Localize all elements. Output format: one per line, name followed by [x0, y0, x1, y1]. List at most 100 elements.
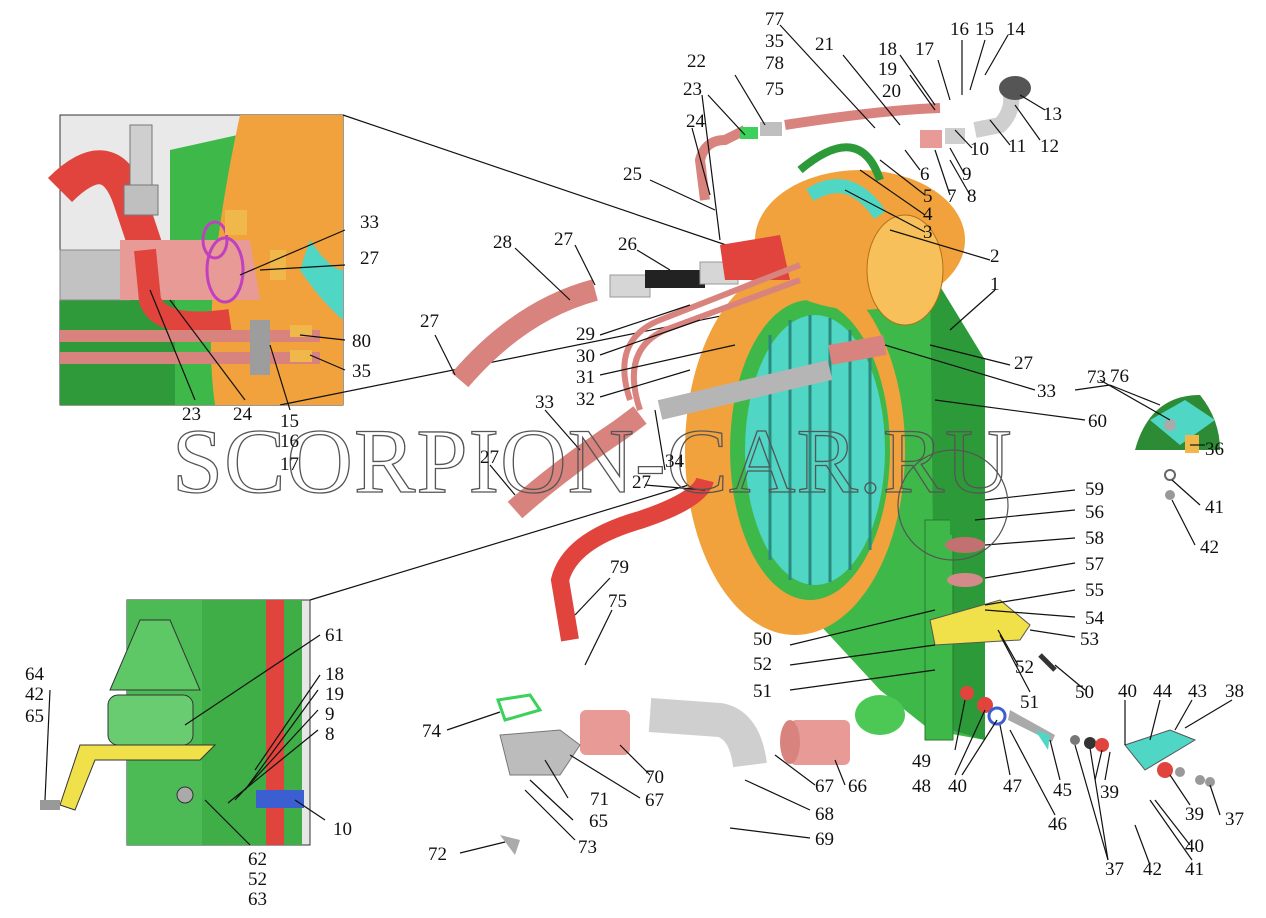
callout-41-a: 41: [1205, 497, 1224, 518]
callout-25: 25: [623, 164, 642, 185]
callout-75-b: 75: [608, 591, 627, 612]
callout-60: 60: [1088, 411, 1107, 432]
callout-73: 73: [1087, 367, 1106, 388]
callout-17: 17: [915, 39, 934, 60]
callout-33-c: 33: [360, 212, 379, 233]
callout-24-b: 24: [233, 404, 253, 425]
callout-69: 69: [815, 829, 834, 850]
callout-26: 26: [618, 234, 637, 255]
callout-27-b: 27: [420, 311, 439, 332]
callout-55: 55: [1085, 580, 1104, 601]
callout-52-c: 52: [248, 869, 267, 890]
callout-48: 48: [912, 776, 931, 797]
callout-27-a: 27: [554, 229, 573, 250]
callout-6: 6: [920, 164, 930, 185]
callout-72: 72: [428, 844, 447, 865]
callout-52-b: 52: [753, 654, 772, 675]
callout-44: 44: [1153, 681, 1173, 702]
callout-78: 78: [765, 53, 784, 74]
callout-58: 58: [1085, 528, 1104, 549]
callout-65-a: 65: [589, 811, 608, 832]
callout-20: 20: [882, 81, 901, 102]
callout-labels: 1 2 3 4 5 6 7 8 9 10 11 12 13 14 15 16 1…: [25, 9, 1244, 910]
callout-22: 22: [687, 51, 706, 72]
callout-62: 62: [248, 849, 267, 870]
callout-73-c: 73: [578, 837, 597, 858]
callout-11: 11: [1008, 136, 1026, 157]
callout-76: 76: [1110, 366, 1129, 387]
callout-43: 43: [1188, 681, 1207, 702]
callout-45: 45: [1053, 780, 1072, 801]
callout-38: 38: [1225, 681, 1244, 702]
callout-27-e: 27: [1014, 353, 1033, 374]
callout-33-a: 33: [535, 392, 554, 413]
callout-10: 10: [970, 139, 989, 160]
callout-66: 66: [848, 776, 867, 797]
callout-21: 21: [815, 34, 834, 55]
callout-23: 23: [683, 79, 702, 100]
callout-40-a: 40: [948, 776, 967, 797]
callout-32: 32: [576, 389, 595, 410]
callout-42-b: 42: [1143, 859, 1162, 880]
callout-67-a: 67: [645, 790, 664, 811]
callout-15: 15: [975, 19, 994, 40]
watermark: SCORPION-CAR.RU: [172, 410, 1013, 512]
callout-14: 14: [1006, 19, 1026, 40]
callout-15-b: 15: [280, 411, 299, 432]
callout-40-b: 40: [1118, 681, 1137, 702]
callout-77: 77: [765, 9, 784, 30]
callout-29: 29: [576, 324, 595, 345]
callout-33-b: 33: [1037, 381, 1056, 402]
callout-68: 68: [815, 804, 834, 825]
callout-17-b: 17: [280, 454, 299, 475]
callout-27-c: 27: [480, 447, 499, 468]
callout-28: 28: [493, 232, 512, 253]
callout-80: 80: [352, 331, 371, 352]
callout-42-c: 42: [25, 684, 44, 705]
callout-8: 8: [967, 186, 977, 207]
callout-12: 12: [1040, 136, 1059, 157]
callout-1: 1: [990, 274, 1000, 295]
callout-7: 7: [947, 186, 957, 207]
callout-50-a: 50: [1075, 682, 1094, 703]
callout-51-b: 51: [753, 681, 772, 702]
inset-mount-detail: [40, 599, 311, 846]
callout-18: 18: [878, 39, 897, 60]
callout-24: 24: [686, 111, 706, 132]
callout-40-c: 40: [1185, 836, 1204, 857]
callout-56: 56: [1085, 502, 1104, 523]
callout-74: 74: [422, 721, 442, 742]
callout-50-b: 50: [753, 629, 772, 650]
callout-64: 64: [25, 664, 45, 685]
callout-49: 49: [912, 751, 931, 772]
callout-5: 5: [923, 186, 933, 207]
callout-4: 4: [923, 204, 933, 225]
callout-16-b: 16: [280, 431, 299, 452]
callout-31: 31: [576, 367, 595, 388]
callout-27-d: 27: [632, 472, 651, 493]
callout-30: 30: [576, 346, 595, 367]
callout-23-b: 23: [182, 404, 201, 425]
callout-39-b: 39: [1185, 804, 1204, 825]
callout-9: 9: [962, 164, 972, 185]
callout-57: 57: [1085, 554, 1104, 575]
callout-3: 3: [923, 222, 933, 243]
callout-39-a: 39: [1100, 782, 1119, 803]
callout-37-a: 37: [1225, 809, 1244, 830]
inset-upper-hose-detail: [47, 114, 344, 406]
callout-10-b: 10: [333, 819, 352, 840]
callout-54: 54: [1085, 608, 1105, 629]
callout-59: 59: [1085, 479, 1104, 500]
callout-18-b: 18: [325, 664, 344, 685]
callout-42-a: 42: [1200, 537, 1219, 558]
callout-79: 79: [610, 557, 629, 578]
callout-8-b: 8: [325, 724, 335, 745]
callout-35-a: 35: [765, 31, 784, 52]
callout-37-b: 37: [1105, 859, 1124, 880]
callout-27-f: 27: [360, 248, 379, 269]
callout-34: 34: [665, 451, 685, 472]
leader-lines: [44, 24, 1233, 866]
callout-16: 16: [950, 19, 969, 40]
hoses: [451, 76, 1031, 776]
